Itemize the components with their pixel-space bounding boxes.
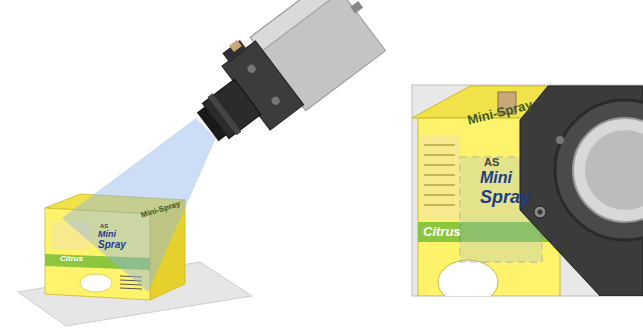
package-text: Mini (98, 230, 116, 239)
package-text: AS (100, 223, 108, 229)
light-beam (62, 118, 216, 292)
package-text: Spray (480, 188, 530, 206)
package-text: AS (484, 157, 499, 168)
package-text: Mini (480, 170, 512, 186)
white-oval (80, 274, 112, 292)
package-text: Spray (98, 240, 126, 250)
camera (176, 0, 392, 164)
package-text: Citrus (60, 255, 83, 263)
inset-view (412, 86, 643, 296)
package-text: Citrus (423, 225, 461, 238)
